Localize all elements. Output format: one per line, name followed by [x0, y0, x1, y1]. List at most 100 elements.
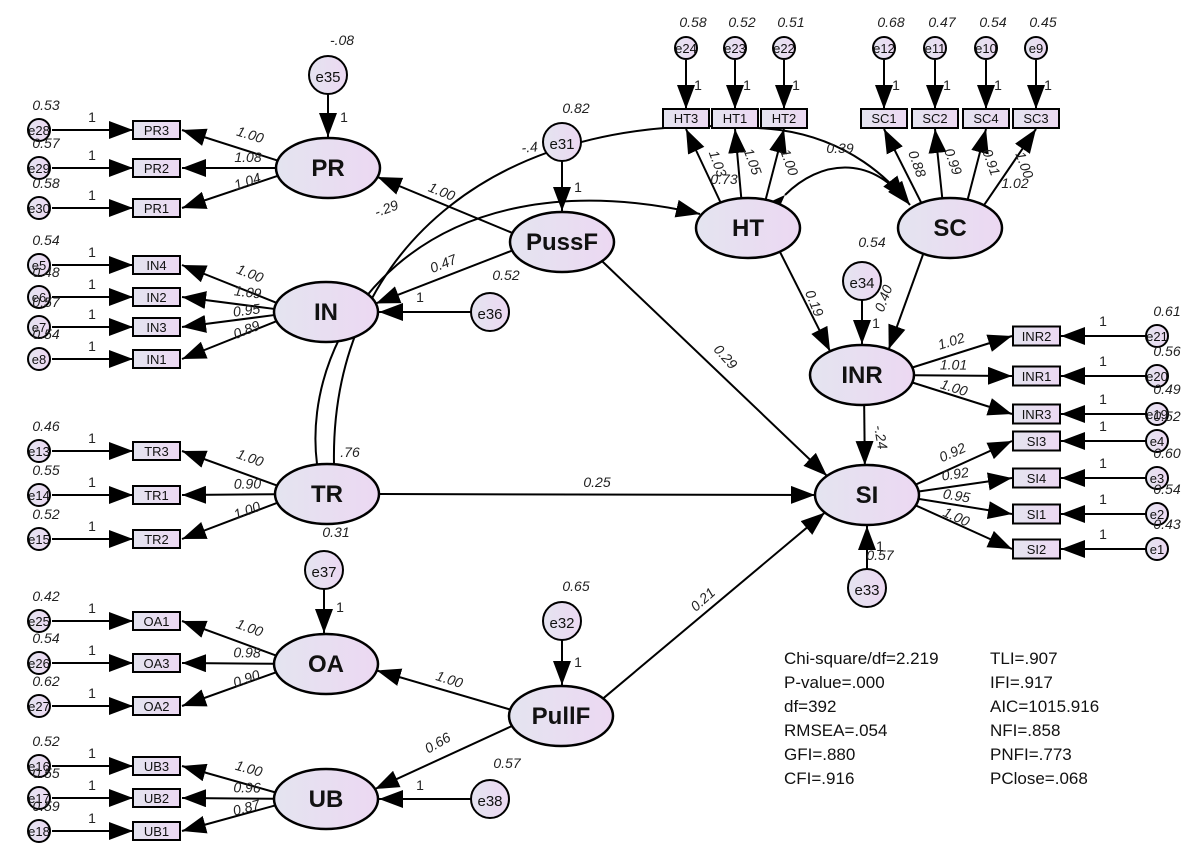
error-label: e17 [28, 791, 50, 806]
indicator-oa2 [132, 696, 181, 716]
covariance-label: 0.39 [826, 140, 853, 156]
loading-label: 0.95 [942, 485, 972, 505]
disturbance-label: e35 [315, 69, 340, 86]
loading-path-ub1 [181, 804, 276, 834]
fit-index-left: Chi-square/df=2.219 [784, 649, 939, 668]
fixed-weight-label: 1 [1099, 353, 1107, 369]
error-node-e12 [872, 36, 896, 60]
loading-label: 0.95 [232, 300, 261, 319]
error-node-e9 [1024, 36, 1048, 60]
error-variance-label: 0.56 [1153, 343, 1180, 359]
loading-path-inr1 [913, 366, 1013, 385]
fixed-weight-label: 1 [892, 77, 900, 93]
loading-path-sc2 [928, 128, 947, 199]
error-node-e22 [772, 36, 796, 60]
indicator-oa3 [132, 653, 181, 673]
indicator-in2 [132, 287, 181, 307]
error-label: e22 [773, 41, 795, 56]
loading-label: 1.01 [940, 356, 967, 372]
error-node-e14 [27, 483, 51, 507]
fixed-weight-label: 1 [88, 306, 96, 322]
loading-path-si2 [915, 504, 1013, 550]
path-estimate-label: 0.25 [583, 474, 610, 490]
fit-index-right: TLI=.907 [990, 649, 1058, 668]
error-label: e24 [675, 41, 697, 56]
fixed-weight-label: 1 [88, 338, 96, 354]
indicator-label: OA1 [143, 614, 169, 629]
error-node-e15 [27, 527, 51, 551]
error-node-e13 [27, 439, 51, 463]
loading-label: 1.02 [936, 329, 967, 352]
fixed-weight-label: 1 [88, 474, 96, 490]
error-label: e13 [28, 444, 50, 459]
fixed-weight-label: 1 [88, 109, 96, 125]
fixed-weight-label: 1 [574, 654, 582, 670]
latent-pussf [508, 210, 616, 274]
disturbance-node-e32 [542, 601, 582, 641]
fixed-weight-label: 1 [872, 315, 880, 331]
covariance-sc-ht [761, 166, 906, 219]
error-variance-label: 0.48 [32, 264, 59, 280]
loading-label: 0.88 [905, 148, 929, 179]
indicator-label: UB2 [144, 791, 169, 806]
error-label: e10 [975, 41, 997, 56]
fit-index-right: NFI=.858 [990, 721, 1060, 740]
error-variance-label: 0.57 [32, 135, 60, 151]
indicator-oa1 [132, 611, 181, 631]
indicator-label: SI1 [1027, 507, 1047, 522]
error-variance-label: 0.58 [679, 14, 706, 30]
disturbance-variance-label: 0.57 [493, 755, 521, 771]
loading-path-tr1 [181, 485, 276, 504]
indicator-ht2 [760, 108, 808, 129]
error-label: e28 [28, 123, 50, 138]
indicator-tr2 [132, 529, 181, 549]
error-variance-label: 0.45 [1029, 14, 1056, 30]
indicator-ht3 [662, 108, 710, 129]
indicator-ub1 [132, 821, 181, 841]
fit-indices-panel: Chi-square/df=2.219P-value=.000df=392RMS… [784, 649, 1099, 788]
error-label: e26 [28, 656, 50, 671]
covariance-tr-ht [311, 199, 701, 489]
error-variance-label: 0.42 [32, 588, 59, 604]
indicator-label: SC2 [922, 111, 947, 126]
fit-index-left: df=392 [784, 697, 836, 716]
path-estimate-label: -.24 [871, 424, 891, 451]
loading-label: 0.87 [231, 796, 263, 819]
indicator-label: TR3 [144, 444, 169, 459]
loading-path-ht2 [764, 128, 787, 201]
latent-oa [272, 632, 380, 696]
error-label: e9 [1029, 41, 1043, 56]
fit-index-right: IFI=.917 [990, 673, 1053, 692]
loading-path-in3 [181, 314, 275, 333]
fixed-weight-label: 1 [88, 600, 96, 616]
error-label: e20 [1146, 369, 1168, 384]
indicator-label: IN1 [146, 352, 166, 367]
fixed-weight-label: 1 [88, 745, 96, 761]
disturbance-variance-label: 0.31 [322, 524, 349, 540]
fixed-weight-label: 1 [416, 289, 424, 305]
error-label: e7 [32, 320, 46, 335]
indicator-label: OA3 [143, 656, 169, 671]
fixed-weight-label: 1 [1099, 526, 1107, 542]
factor-variance-label: 1.02 [1001, 175, 1028, 191]
loading-path-ub2 [181, 789, 275, 808]
latent-label: UB [309, 786, 344, 813]
error-label: e14 [28, 488, 50, 503]
error-variance-label: 0.54 [32, 326, 59, 342]
indicator-tr3 [132, 441, 181, 461]
covariance-label: -.29 [372, 197, 400, 220]
error-node-e26 [27, 651, 51, 675]
indicator-sc3 [1012, 108, 1060, 129]
fit-index-left: CFI=.916 [784, 769, 854, 788]
latent-sc [896, 196, 1004, 260]
error-variance-label: 0.54 [979, 14, 1006, 30]
indicator-label: INR2 [1022, 329, 1052, 344]
indicator-in4 [132, 255, 181, 275]
indicator-ub3 [132, 756, 181, 776]
loading-path-oa2 [181, 671, 277, 707]
error-variance-label: 0.43 [1153, 516, 1180, 532]
loading-label: 0.91 [979, 147, 1003, 178]
indicator-pr3 [132, 120, 181, 140]
error-node-e4 [1145, 429, 1169, 453]
